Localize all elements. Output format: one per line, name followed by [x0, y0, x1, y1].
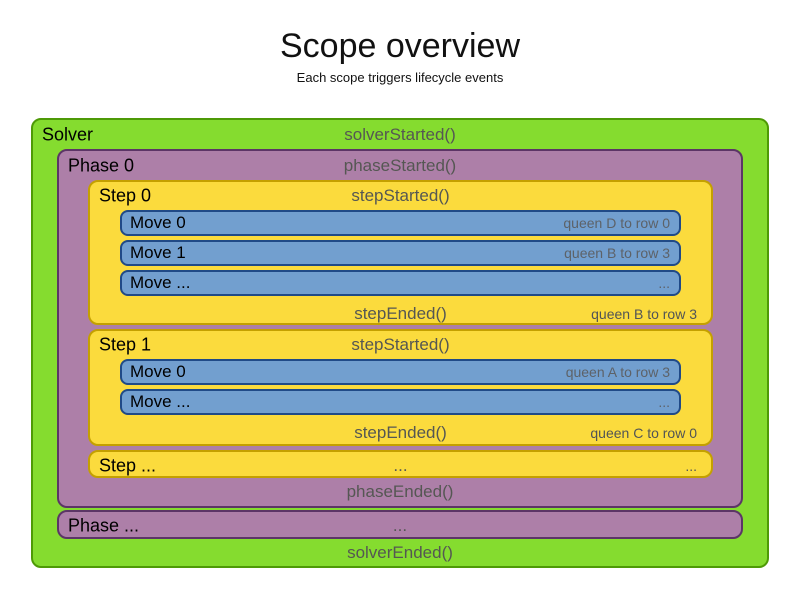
step-0-scope-box: Step 0 stepStarted() Move 0 queen D to r… — [88, 180, 713, 325]
step-1-move-more-box: Move ... ... — [120, 389, 681, 415]
move-label: Move ... — [130, 392, 191, 411]
phase-more-row: Phase ... ... — [59, 512, 741, 539]
solver-ended-event: solverEnded() — [347, 542, 453, 562]
step-0-move-0-box: Move 0 queen D to row 0 — [120, 210, 681, 236]
phase-ended-event: phaseEnded() — [346, 481, 454, 501]
move-annotation: queen D to row 0 — [563, 215, 670, 231]
move-annotation: ... — [658, 275, 670, 291]
step-more-center-ellipsis: ... — [393, 456, 408, 475]
step-1-move-0-box: Move 0 queen A to row 3 — [120, 359, 681, 385]
step-1-header-row: Step 1 stepStarted() — [90, 331, 711, 359]
page-subtitle: Each scope triggers lifecycle events — [296, 70, 504, 85]
solver-label: Solver — [42, 124, 94, 144]
phase-started-event: phaseStarted() — [343, 155, 457, 175]
move-annotation: queen B to row 3 — [564, 245, 670, 261]
page-title: Scope overview — [279, 27, 520, 65]
step-0-label: Step 0 — [99, 185, 152, 206]
phase-more-label: Phase ... — [68, 515, 140, 535]
step-0-header-row: Step 0 stepStarted() — [90, 182, 711, 210]
solver-footer-row: solverEnded() — [33, 539, 767, 566]
step-0-footer-row: stepEnded() queen B to row 3 — [90, 300, 711, 327]
phase-more-center-ellipsis: ... — [392, 515, 408, 535]
step-0-move-1-box: Move 1 queen B to row 3 — [120, 240, 681, 266]
step-0-ended-annotation: queen B to row 3 — [591, 305, 697, 322]
step-more-right-ellipsis: ... — [685, 458, 697, 474]
move-label: Move ... — [130, 273, 191, 292]
move-annotation: ... — [658, 394, 670, 410]
move-label: Move 0 — [130, 213, 186, 232]
step-0-ended-event: stepEnded() — [354, 303, 447, 323]
step-0-started-event: stepStarted() — [351, 186, 450, 205]
solver-header-row: Solver solverStarted() — [33, 120, 767, 149]
step-more-label: Step ... — [99, 455, 157, 476]
solver-scope-box: Solver solverStarted() Phase 0 phaseStar… — [31, 118, 769, 568]
phase-0-label: Phase 0 — [68, 155, 135, 175]
step-more-scope-box: Step ... ... ... — [88, 450, 713, 478]
move-label: Move 0 — [130, 362, 186, 381]
phase-0-footer-row: phaseEnded() — [59, 478, 741, 505]
phase-0-header-row: Phase 0 phaseStarted() — [59, 151, 741, 180]
step-0-move-more-box: Move ... ... — [120, 270, 681, 296]
step-1-started-event: stepStarted() — [351, 335, 450, 354]
phase-more-scope-box: Phase ... ... — [57, 510, 743, 539]
step-more-row: Step ... ... ... — [90, 452, 711, 480]
solver-started-event: solverStarted() — [344, 124, 456, 144]
step-1-ended-annotation: queen C to row 0 — [590, 424, 697, 441]
step-1-label: Step 1 — [99, 334, 152, 355]
move-annotation: queen A to row 3 — [565, 364, 670, 380]
step-1-ended-event: stepEnded() — [354, 422, 447, 442]
phase-0-scope-box: Phase 0 phaseStarted() Step 0 stepStarte… — [57, 149, 743, 508]
step-1-footer-row: stepEnded() queen C to row 0 — [90, 419, 711, 446]
move-label: Move 1 — [130, 243, 186, 262]
step-1-scope-box: Step 1 stepStarted() Move 0 queen A to r… — [88, 329, 713, 446]
